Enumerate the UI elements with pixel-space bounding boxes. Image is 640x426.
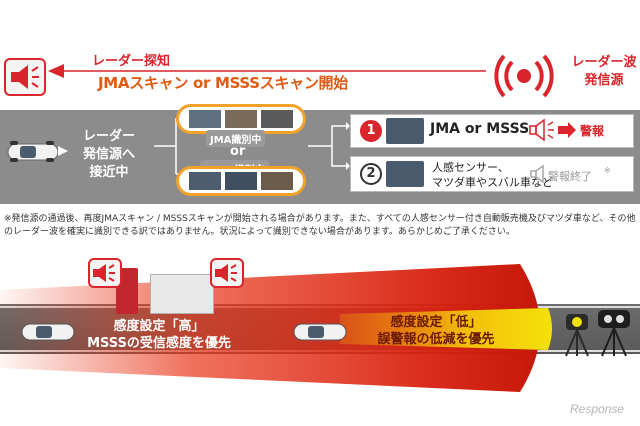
- footnote: ※発信源の通過後、再度JMAスキャン / MSSSスキャンが開始される場合があり…: [4, 214, 636, 237]
- radar-source-label: レーダー波 発信源: [571, 55, 637, 88]
- result-text-1: JMA or MSSS: [430, 121, 530, 137]
- alarm-label: 警報: [580, 124, 605, 138]
- arrow-left-icon: [48, 64, 486, 78]
- scan-start-label: JMAスキャン or MSSSスキャン開始: [98, 74, 348, 92]
- branch-lines: [154, 117, 350, 175]
- msss-scan-pill: [176, 166, 306, 196]
- alarm-speaker-icon: [529, 118, 576, 142]
- jma-identifying-label: JMA識別中: [206, 130, 266, 147]
- alarm-off-speaker-icon: [530, 164, 544, 184]
- result-number-2: 2: [360, 163, 382, 185]
- radar-bubble-right-icon: [210, 258, 244, 288]
- result-text-2: 人感センサー、 マツダ車やスバル車など: [432, 161, 553, 189]
- radar-tripod-icon: [565, 314, 589, 357]
- alarm-end-note: ※: [604, 166, 611, 175]
- camera-tripod-icon: [598, 310, 630, 357]
- result-thumbnail-1: [386, 118, 424, 144]
- watermark: Response: [570, 402, 625, 416]
- car-left-icon: [21, 323, 75, 341]
- result-number-1: 1: [360, 120, 382, 142]
- radar-source-icon: [494, 54, 554, 98]
- car-icon: [7, 141, 59, 162]
- alarm-end-label: 警報終了: [548, 170, 592, 183]
- car-right-icon: [293, 323, 347, 341]
- approach-arrow-icon: [58, 146, 68, 156]
- radar-detect-label: レーダー探知: [92, 54, 171, 69]
- high-sensitivity-label: 感度設定「高」 MSSSの受信感度を優先: [87, 319, 231, 351]
- radar-detector-icon: [4, 58, 46, 96]
- automatic-door: [150, 274, 214, 314]
- result-thumbnail-2: [386, 161, 424, 187]
- radar-bubble-left-icon: [88, 258, 122, 288]
- approach-label: レーダー 発信源へ 接近中: [82, 129, 135, 180]
- low-sensitivity-label: 感度設定「低」 誤警報の低減を優先: [377, 315, 495, 347]
- or-label: or: [230, 144, 246, 159]
